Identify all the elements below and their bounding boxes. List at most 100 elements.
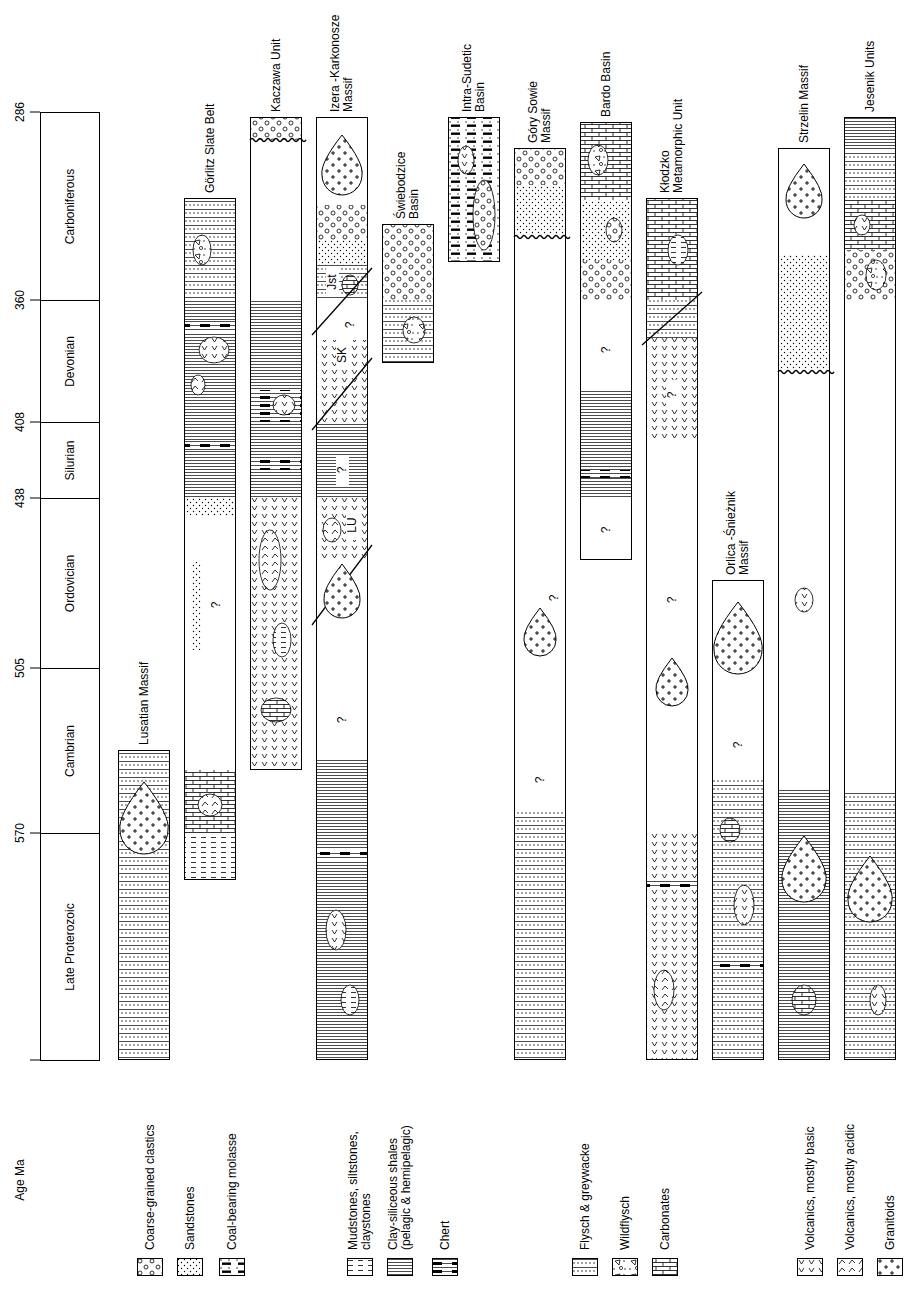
period-box: Late Proterozoic (40, 833, 100, 1061)
lithology-strip (580, 470, 632, 478)
unit-name: Lusatian Massif (138, 645, 151, 745)
lithology-fill (316, 240, 368, 265)
legend-sample-fill (348, 1259, 373, 1276)
lithology-fill (580, 122, 632, 200)
lithology-fill (250, 422, 302, 498)
legend-sample-fill (653, 1259, 678, 1276)
fault-line (312, 545, 372, 625)
unit-name: Intra-Sudetic Basin (461, 12, 487, 112)
period-name: Silurian (64, 427, 77, 494)
lithology-fill (844, 117, 896, 150)
lithology-fill (250, 117, 302, 140)
lithology-fill (844, 150, 896, 200)
fault-line (312, 268, 372, 335)
granitoid-body (786, 164, 822, 218)
lithology-fill (316, 422, 368, 498)
lithology-fill (184, 833, 236, 880)
lithology-fill (646, 338, 698, 440)
lithology-lens (326, 910, 346, 950)
legend-sample-fill (220, 1259, 245, 1276)
lithology-fill (844, 250, 896, 300)
lithology-fill (118, 750, 170, 1060)
age-tick (30, 300, 40, 301)
lithology-lens (606, 218, 622, 242)
lithology-lens (193, 235, 211, 265)
column-note: ? (344, 310, 357, 340)
legend-sample-fill (433, 1259, 458, 1276)
lithology-lens (273, 623, 291, 657)
column-note: SK (336, 340, 349, 370)
lithology-fill (250, 300, 302, 390)
unconformity-line (250, 139, 306, 142)
lithology-lens (191, 375, 205, 395)
age-label: 438 (14, 478, 27, 518)
age-tick (30, 833, 40, 834)
legend-sample (432, 1258, 458, 1276)
column-note: ? (534, 765, 547, 795)
age-label: 505 (14, 648, 27, 688)
lithology-lens (259, 530, 281, 590)
legend-sample-fill (613, 1259, 638, 1276)
lithology-strip (712, 960, 764, 968)
lithology-lens (654, 970, 674, 1010)
column-note: ? (210, 590, 223, 620)
lithology-fill (316, 205, 368, 240)
lithology-lens (473, 180, 495, 250)
legend-sample (219, 1258, 245, 1276)
unit-name: Kaczawa Unit (270, 12, 283, 112)
period-name: Ordovician (64, 503, 77, 664)
lithology-strip (184, 440, 236, 450)
lithology-lens (668, 235, 688, 265)
granitoid-body (782, 836, 826, 902)
legend-swatch (387, 1258, 413, 1276)
legend-text: Wildflysch (619, 1100, 632, 1250)
legend-swatch (137, 1258, 163, 1276)
age-label: 570 (14, 813, 27, 853)
granitoid-body (714, 602, 762, 674)
legend-swatch (652, 1258, 678, 1276)
lithology-lens (199, 337, 229, 363)
axis-title: Age Ma (14, 1140, 27, 1220)
legend-swatch (877, 1258, 903, 1276)
unit-name: Góry Sowie Massif (527, 43, 553, 143)
age-label: 360 (14, 280, 27, 320)
unit-name: Orlica -Śnieżnik Massif (725, 475, 751, 575)
unit-column: Lusatian Massif (118, 750, 170, 1060)
unit-name: Izera -Karkonosze Massif (329, 12, 355, 112)
age-tick (30, 1060, 40, 1061)
unit-name: Jesenik Units (864, 12, 877, 112)
legend-text: Sandstones (184, 1100, 197, 1250)
granitoid-body (656, 658, 688, 706)
lithology-fill (844, 790, 896, 1060)
lithology-fill (514, 810, 566, 1060)
age-tick (30, 422, 40, 423)
lithology-lens (323, 518, 341, 542)
lithology-fill (712, 780, 764, 1060)
lithology-strip (184, 320, 236, 332)
legend-text: Volcanics, mostly acidic (844, 1100, 857, 1250)
lithology-fill (184, 498, 236, 516)
lithology-fill (184, 770, 236, 833)
lithology-lens (403, 317, 425, 343)
granitoid-body (524, 608, 556, 656)
legend-sample (572, 1258, 598, 1276)
unit-column: Intra-Sudetic Basin (448, 117, 500, 262)
legend-sample (347, 1258, 373, 1276)
period-name: Carboniferous (64, 117, 77, 296)
legend-text: Mudstones, siltstones, claystones (347, 1100, 373, 1250)
unit-column: Kłodzko Metamorphic Unit (646, 198, 698, 1060)
legend-text: Chert (439, 1100, 452, 1250)
age-tick (30, 498, 40, 499)
period-box: Carboniferous (40, 112, 100, 301)
lithology-lens (854, 215, 870, 235)
legend-text: Clay-siliceous shales (pelagic & hemipel… (387, 1100, 413, 1250)
lithology-fill (316, 760, 368, 1060)
lithology-fill (778, 255, 830, 370)
lithology-fill (316, 265, 368, 300)
column-note: ? (336, 705, 349, 735)
lithology-fill (316, 340, 368, 422)
legend-sample (387, 1258, 413, 1276)
legend-sample-fill (388, 1259, 413, 1276)
lithology-lens (792, 985, 816, 1015)
lithology-fill (580, 389, 632, 498)
